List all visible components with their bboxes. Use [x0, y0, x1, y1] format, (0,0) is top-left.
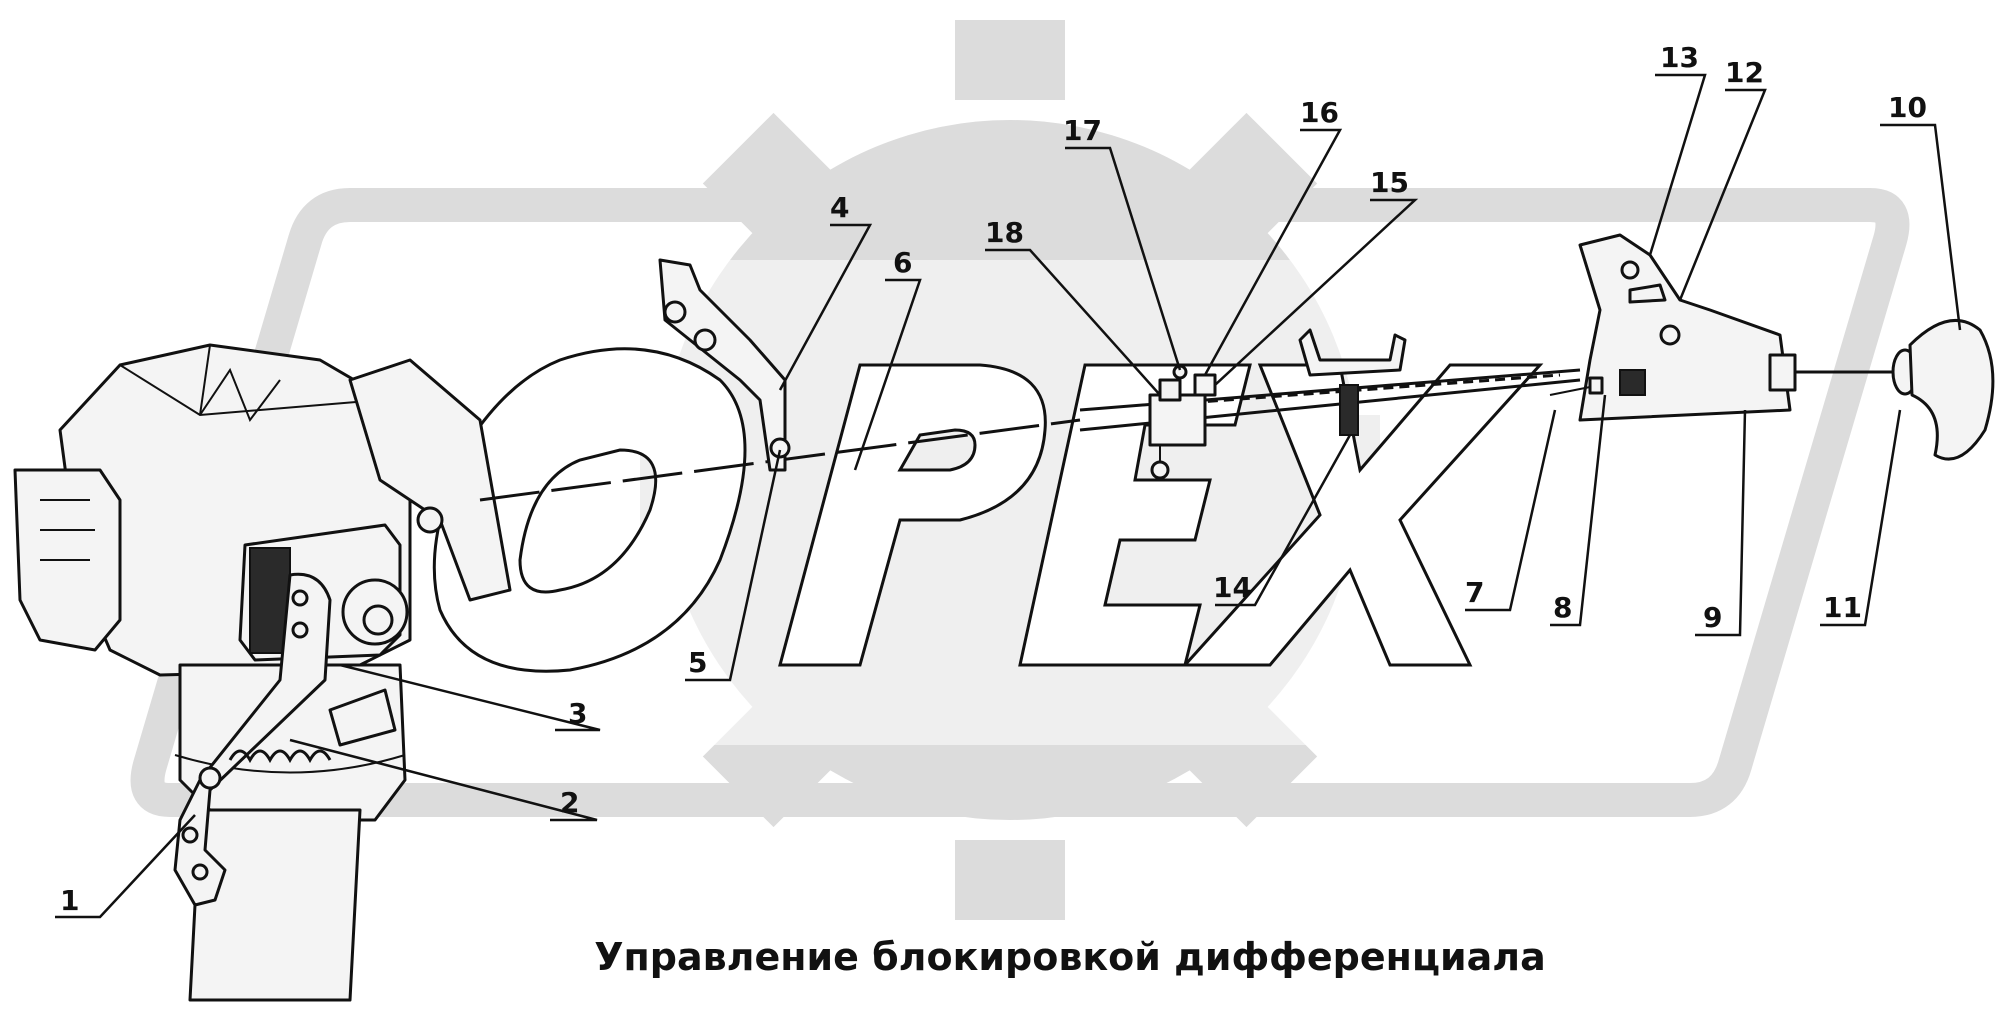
callout-9: 9 [1703, 601, 1722, 634]
watermark-frame [130, 188, 1910, 817]
callout-10: 10 [1888, 91, 1927, 124]
callout-4: 4 [830, 191, 849, 224]
bracket-plate [658, 258, 787, 472]
callout-5: 5 [688, 646, 707, 679]
handle-knob [1908, 318, 1995, 461]
cable-support-bracket [1298, 328, 1407, 377]
cable-bracket [328, 688, 397, 747]
callout-2: 2 [560, 786, 579, 819]
callout-12: 12 [1725, 56, 1764, 89]
callout-1: 1 [60, 884, 79, 917]
output-shaft [188, 808, 362, 1002]
callout-17: 17 [1063, 114, 1102, 147]
callout-16: 16 [1300, 96, 1339, 129]
callout-3: 3 [568, 697, 587, 730]
callout-11: 11 [1823, 591, 1862, 624]
callout-6: 6 [893, 246, 912, 279]
watermark-letters [432, 347, 1544, 673]
callout-7: 7 [1465, 576, 1484, 609]
guard-plate [348, 358, 512, 602]
callout-numbers: 1 2 3 4 5 6 7 8 9 10 11 12 13 14 15 16 1… [60, 41, 1927, 917]
callout-14: 14 [1213, 571, 1252, 604]
callout-leaders [55, 73, 1962, 919]
differential-housing [13, 343, 512, 1002]
handle-bushing [1768, 353, 1797, 392]
lever [173, 572, 332, 907]
callout-15: 15 [1370, 166, 1409, 199]
clamp-body [1148, 393, 1207, 447]
handle-assembly [1549, 233, 1995, 461]
callout-13: 13 [1660, 41, 1699, 74]
callout-8: 8 [1553, 591, 1572, 624]
watermark [130, 20, 1910, 920]
return-spring [228, 749, 332, 764]
mounting-bracket-left [658, 258, 791, 472]
callout-18: 18 [985, 216, 1024, 249]
diagram-title: Управление блокировкой дифференциала [594, 935, 1546, 979]
